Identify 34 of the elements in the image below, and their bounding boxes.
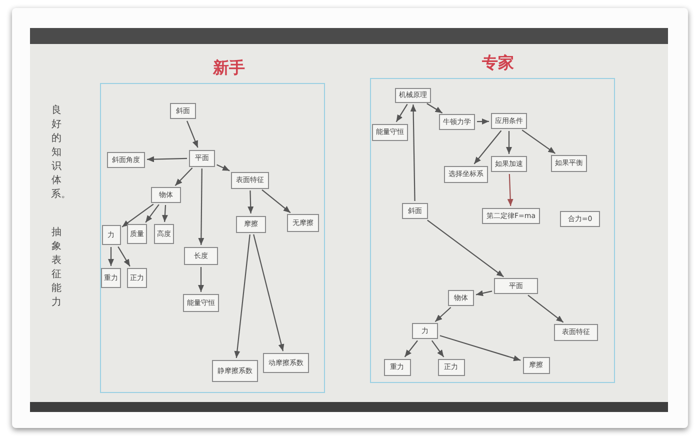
arrow <box>410 104 416 201</box>
arrow <box>431 340 444 358</box>
arrow <box>476 290 492 296</box>
arrow <box>186 120 198 148</box>
side-note: 良好的知识体系。 <box>51 104 62 202</box>
arrow <box>198 267 204 292</box>
arrow <box>108 247 114 266</box>
panel-title: 专家 <box>482 55 514 71</box>
arrow <box>118 246 130 267</box>
arrow <box>434 307 452 322</box>
panel-title: 新手 <box>213 60 245 76</box>
arrow <box>477 118 489 125</box>
arrow <box>146 156 188 162</box>
arrow <box>253 234 284 352</box>
arrow <box>440 335 521 362</box>
arrow <box>506 131 512 154</box>
arrow <box>248 190 254 214</box>
arrow <box>474 130 502 164</box>
arrow <box>426 103 443 114</box>
arrow <box>174 168 193 186</box>
arrow <box>427 220 504 278</box>
arrow <box>122 204 154 228</box>
arrow <box>216 164 230 172</box>
arrow <box>162 204 168 222</box>
arrow <box>507 174 514 206</box>
side-note: 抽象表征能力 <box>51 226 62 310</box>
arrow <box>145 204 160 223</box>
arrow <box>528 294 564 323</box>
arrow <box>396 104 408 122</box>
arrow <box>522 130 556 154</box>
arrow <box>198 168 204 245</box>
arrow <box>234 234 250 358</box>
arrow <box>262 189 291 214</box>
arrow <box>404 340 418 358</box>
